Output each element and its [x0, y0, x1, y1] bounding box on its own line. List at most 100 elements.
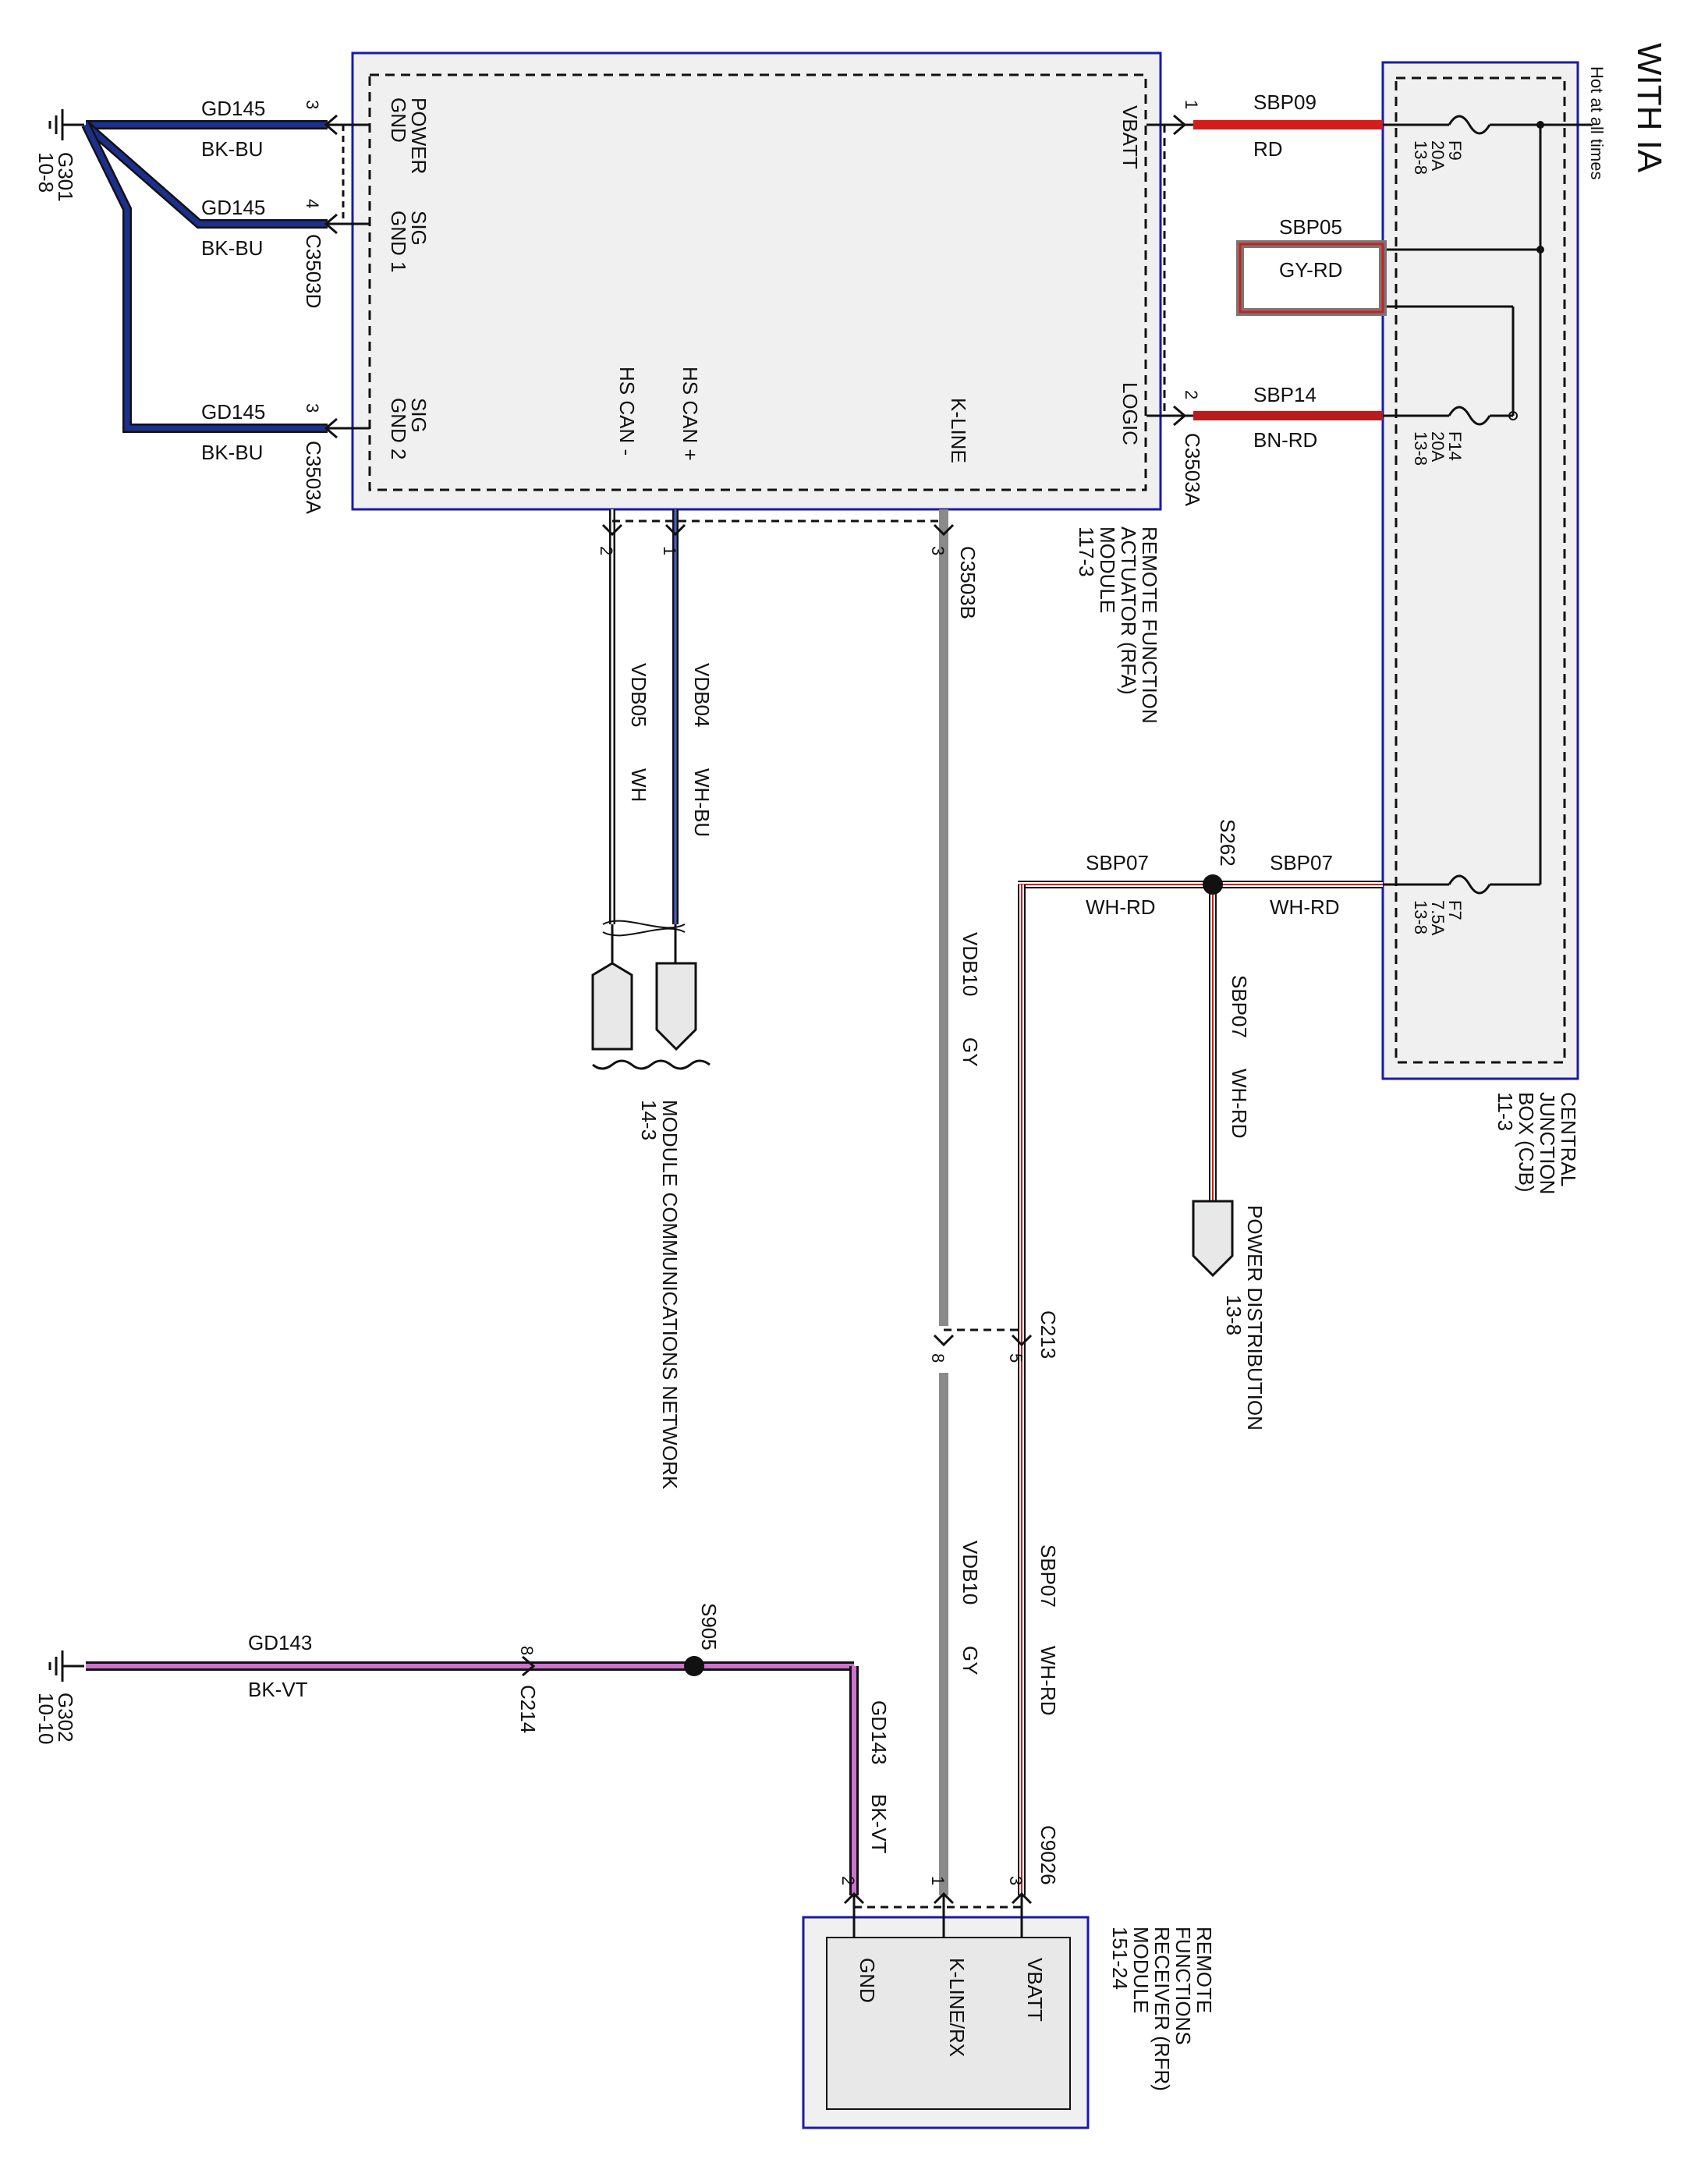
svg-text:C3503A: C3503A [302, 441, 325, 515]
svg-text:BK-BU: BK-BU [201, 441, 263, 464]
svg-text:SBP07: SBP07 [1037, 1544, 1060, 1608]
svg-text:10-10: 10-10 [34, 1693, 58, 1745]
svg-text:VBATT: VBATT [1023, 1958, 1047, 2022]
rfr-module [802, 1916, 1090, 2129]
svg-text:WH-RD: WH-RD [1037, 1646, 1060, 1716]
svg-text:GY: GY [959, 1037, 982, 1067]
rfa-module-label: REMOTE FUNCTION ACTUATOR (RFA) MODULE 11… [1075, 526, 1161, 724]
svg-text:GD143: GD143 [248, 1631, 312, 1654]
svg-text:GND 2: GND 2 [387, 398, 410, 459]
network-ref-label: MODULE COMMUNICATIONS NETWORK 14-3 [637, 1100, 682, 1490]
network-connector-icon [591, 962, 711, 1070]
svg-text:POWER: POWER [407, 98, 431, 174]
rfr-pin-labels: VBATT K-LINE/RX GND [856, 1958, 1047, 2057]
splice-s905-label: S905 [697, 1603, 721, 1650]
svg-text:K-LINE: K-LINE [947, 398, 970, 463]
svg-text:C213: C213 [1037, 1310, 1060, 1359]
svg-text:MODULE: MODULE [1129, 1927, 1153, 2013]
svg-text:WH-RD: WH-RD [1228, 1069, 1251, 1139]
svg-text:SBP05: SBP05 [1279, 215, 1342, 239]
svg-text:20A: 20A [1428, 140, 1448, 171]
svg-text:ACTUATOR (RFA): ACTUATOR (RFA) [1117, 526, 1140, 695]
svg-text:BK-VT: BK-VT [248, 1678, 308, 1701]
svg-text:3: 3 [1006, 1876, 1026, 1885]
svg-text:SBP14: SBP14 [1253, 383, 1317, 406]
svg-text:SIG: SIG [407, 211, 431, 246]
gy-rd-jumper [1236, 240, 1387, 316]
svg-text:3: 3 [303, 403, 322, 413]
svg-text:MODULE: MODULE [1096, 526, 1119, 613]
svg-text:GD145: GD145 [201, 196, 265, 219]
svg-text:VDB04: VDB04 [690, 663, 714, 727]
power-distribution-ref-icon [1192, 1200, 1234, 1278]
svg-text:WH-BU: WH-BU [690, 768, 714, 837]
rfa-module [351, 51, 1162, 511]
rfa-pin-labels: POWER GND SIG GND 1 SIG GND 2 VBATT LOGI… [387, 98, 1142, 463]
svg-text:RECEIVER (RFR): RECEIVER (RFR) [1150, 1927, 1174, 2091]
fuse-f14-icon [1383, 307, 1518, 426]
gd143-wires [86, 1655, 859, 1895]
circuit-labels-vertical: VDB05 WH VDB04 WH-BU VDB10 GY SBP07 WH-R… [627, 663, 1251, 1854]
svg-text:GD145: GD145 [201, 400, 265, 424]
svg-text:GND 1: GND 1 [387, 211, 410, 272]
svg-text:GY: GY [959, 1646, 982, 1675]
svg-text:RD: RD [1253, 137, 1283, 161]
rfr-module-label: REMOTE FUNCTIONS RECEIVER (RFR) MODULE 1… [1108, 1927, 1216, 2091]
fuse-f14-label: F14 20A 13-8 [1411, 431, 1465, 466]
svg-text:151-24: 151-24 [1108, 1927, 1132, 1990]
cjb-label: CENTRAL JUNCTION BOX (CJB) 11-3 [1494, 1092, 1580, 1194]
svg-text:HS CAN +: HS CAN + [679, 367, 702, 461]
svg-text:BK-BU: BK-BU [201, 236, 263, 260]
power-wires-rfa [1146, 114, 1383, 427]
svg-text:C3503D: C3503D [302, 234, 325, 308]
svg-text:BK-BU: BK-BU [201, 137, 263, 161]
svg-text:G301: G301 [54, 152, 77, 202]
ground-wires-g301 [81, 120, 370, 433]
svg-text:F9: F9 [1445, 140, 1465, 161]
sbp07-wires [1018, 881, 1383, 1895]
svg-text:SIG: SIG [407, 398, 431, 433]
fuse-f7-icon [1383, 874, 1540, 895]
svg-text:SBP07: SBP07 [1086, 851, 1149, 874]
ground-g301-icon [48, 109, 84, 140]
svg-text:GND: GND [856, 1958, 879, 2003]
svg-text:20A: 20A [1428, 431, 1448, 462]
svg-text:HS CAN -: HS CAN - [615, 367, 639, 456]
svg-text:K-LINE/RX: K-LINE/RX [945, 1958, 969, 2057]
pin-numbers: 3 4 3 1 2 2 1 3 8 5 8 2 1 3 [303, 100, 1201, 1885]
can-bus-wires [601, 509, 944, 963]
ground-g302-label: G302 10-10 [34, 1693, 77, 1745]
splice-s262-icon [1203, 874, 1223, 895]
svg-text:2: 2 [597, 546, 616, 555]
svg-text:MODULE COMMUNICATIONS NETWORK: MODULE COMMUNICATIONS NETWORK [658, 1100, 682, 1490]
connector-labels: C3503D C3503A C3503A C3503B C213 C214 C9… [302, 234, 1204, 1885]
svg-text:3: 3 [303, 100, 322, 109]
svg-text:WH-RD: WH-RD [1270, 895, 1340, 919]
svg-text:WH: WH [627, 768, 650, 802]
splice-s905-icon [684, 1656, 704, 1676]
ground-g302-icon [48, 1650, 84, 1682]
svg-text:5: 5 [1006, 1353, 1026, 1363]
svg-text:1: 1 [1182, 100, 1201, 109]
svg-text:POWER DISTRIBUTION: POWER DISTRIBUTION [1243, 1205, 1267, 1431]
svg-text:2: 2 [838, 1876, 858, 1885]
svg-text:G302: G302 [54, 1693, 77, 1743]
splice-s262-label: S262 [1216, 819, 1239, 867]
central-junction-box [1381, 61, 1591, 1080]
svg-text:LOGIC: LOGIC [1118, 382, 1142, 445]
svg-text:VBATT: VBATT [1118, 105, 1142, 169]
ground-g301-label: G301 10-8 [34, 152, 77, 202]
svg-text:8: 8 [517, 1646, 537, 1655]
svg-text:GD145: GD145 [201, 97, 265, 120]
svg-text:C3503B: C3503B [956, 546, 980, 619]
svg-text:VDB05: VDB05 [627, 663, 650, 727]
svg-text:C3503A: C3503A [1181, 433, 1204, 507]
svg-text:3: 3 [928, 546, 948, 555]
svg-text:SBP09: SBP09 [1253, 90, 1317, 114]
svg-text:117-3: 117-3 [1075, 526, 1098, 577]
k-line-wire [933, 509, 1033, 1895]
svg-text:BN-RD: BN-RD [1253, 428, 1317, 452]
svg-text:REMOTE FUNCTION: REMOTE FUNCTION [1138, 526, 1161, 724]
svg-text:C214: C214 [516, 1685, 540, 1733]
